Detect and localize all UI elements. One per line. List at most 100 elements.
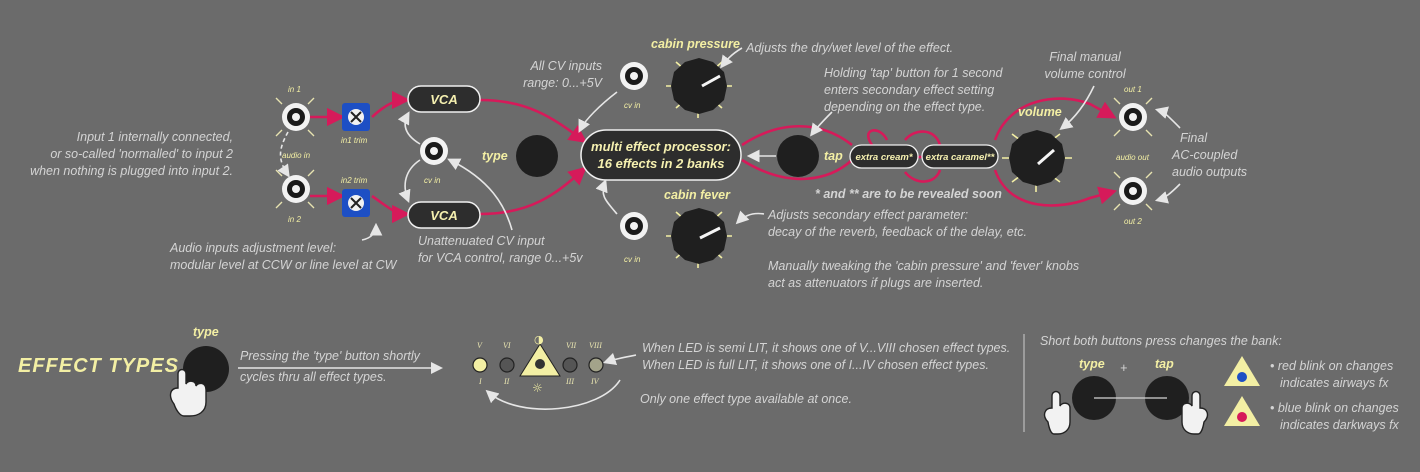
in1-trim-pot[interactable] [342, 103, 370, 131]
out1-label: out 1 [1124, 85, 1142, 94]
led-note-line1: When LED is semi LIT, it shows one of V.… [642, 341, 1010, 355]
audio-level-note-line2: modular level at CCW or line level at CW [170, 258, 398, 272]
in2-trim-pot[interactable] [342, 189, 370, 217]
pressing-note-line1: Pressing the 'type' button shortly [240, 349, 421, 363]
signal-paths [310, 90, 1118, 224]
cabin-fever-knob[interactable] [666, 208, 732, 268]
led-note-line2: When LED is full LIT, it shows one of I.… [642, 358, 989, 372]
bank-red-line1: • red blink on changes [1270, 359, 1393, 373]
vca-cv-jack[interactable] [420, 137, 448, 165]
effect-types-section: EFFECT TYPES type Pressing the 'type' bu… [18, 325, 1010, 417]
vca-cv-arrow-down [398, 159, 421, 203]
extra-cream-block: extra cream* [849, 144, 919, 169]
in2-trim-label: in2 trim [341, 176, 368, 185]
vca-top: VCA [407, 85, 481, 113]
extra-caramel-label: extra caramel** [926, 152, 996, 163]
roman-vii: VII [566, 341, 577, 350]
bank-blue-led-dot [1237, 412, 1247, 422]
bank-blue-line1: • blue blink on changes [1270, 401, 1399, 415]
input-2-jack[interactable] [282, 175, 310, 203]
effect-types-type-button[interactable] [183, 346, 229, 392]
normalled-note-line3: when nothing is plugged into input 2. [30, 164, 233, 178]
bank-blue-led [1224, 396, 1260, 426]
hand-right-icon [1181, 390, 1209, 435]
roman-ii: II [503, 377, 510, 386]
output-2-jack[interactable] [1119, 177, 1147, 205]
processor-block: multi effect processor: 16 effects in 2 … [580, 129, 742, 181]
drywet-note: Adjusts the dry/wet level of the effect. [745, 41, 953, 55]
half-moon-icon: ◑ [534, 333, 544, 346]
in2-label: in 2 [288, 215, 301, 224]
normalled-arrow [277, 131, 290, 178]
led-1 [472, 357, 488, 373]
pressing-note-line2: cycles thru all effect types. [240, 370, 387, 384]
roman-i: I [478, 377, 482, 386]
final-outputs-note-line2: AC-coupled [1171, 148, 1238, 162]
cabin-pressure-cv-arrow [578, 91, 618, 133]
output-1-jack[interactable] [1119, 103, 1147, 131]
final-outputs-note-line3: audio outputs [1172, 165, 1247, 179]
effect-types-type-label: type [193, 325, 219, 339]
cabin-fever-cv-label: cv in [624, 255, 641, 264]
led-3 [562, 357, 578, 373]
one-type-note: Only one effect type available at once. [640, 392, 852, 406]
processor-title: multi effect processor: [591, 139, 731, 154]
cabin-pressure-label: cabin pressure [651, 37, 740, 51]
cabin-pressure-cv-jack[interactable] [620, 62, 648, 90]
cv-range-note-line1: All CV inputs [529, 59, 602, 73]
led-triangle-center [535, 359, 545, 369]
roman-v: V [477, 341, 483, 350]
roman-iii: III [565, 377, 574, 386]
bank-red-line2: indicates airways fx [1280, 376, 1389, 390]
final-volume-note-line2: volume control [1044, 67, 1127, 81]
volume-knob[interactable] [1002, 130, 1072, 192]
audio-in-label: audio in [282, 151, 311, 160]
out2-label: out 2 [1124, 217, 1142, 226]
vca-bottom-label: VCA [430, 208, 457, 223]
sun-icon: ☼ [532, 381, 543, 395]
cv-unatt-note-line1: Unattenuated CV input [418, 234, 545, 248]
roman-vi: VI [503, 341, 511, 350]
led-2 [499, 357, 515, 373]
cv-range-note-line2: range: 0...+5V [523, 76, 604, 90]
normalled-note-line2: or so-called 'normalled' to input 2 [50, 147, 233, 161]
audio-level-note-line1: Audio inputs adjustment level: [169, 241, 336, 255]
vca-cv-in-label: cv in [424, 176, 441, 185]
bank-tap-label: tap [1155, 357, 1174, 371]
holding-tap-note-line3: depending on the effect type. [824, 100, 985, 114]
roman-viii: VIII [589, 341, 602, 350]
volume-label: volume [1018, 105, 1062, 119]
secondary-param-note-line1: Adjusts secondary effect parameter: [767, 208, 968, 222]
holding-tap-note-line2: enters secondary effect setting [824, 83, 994, 97]
type-button[interactable] [516, 135, 558, 177]
bank-section: Short both buttons press changes the ban… [1023, 334, 1400, 435]
final-volume-note-line1: Final manual [1049, 50, 1122, 64]
holding-tap-note-line1: Holding 'tap' button for 1 second [824, 66, 1004, 80]
bank-type-label: type [1079, 357, 1105, 371]
secondary-param-note-line2: decay of the reverb, feedback of the del… [768, 225, 1027, 239]
cabin-fever-cv-jack[interactable] [620, 212, 648, 240]
cabin-pressure-knob[interactable] [666, 58, 732, 118]
bank-red-led [1224, 356, 1260, 386]
vca-top-label: VCA [430, 92, 457, 107]
cabin-fever-cv-arrow [595, 179, 618, 215]
bank-blue-line2: indicates darkways fx [1280, 418, 1400, 432]
attenuators-note-line1: Manually tweaking the 'cabin pressure' a… [768, 259, 1079, 273]
revealed-note: * and ** are to be revealed soon [815, 187, 1002, 201]
tap-button[interactable] [777, 135, 819, 177]
annotations: Input 1 internally connected, or so-call… [30, 41, 1247, 290]
in1-label: in 1 [288, 85, 301, 94]
vca-cv-arrow-up [397, 111, 421, 145]
input-1-jack[interactable] [282, 103, 310, 131]
bank-red-led-dot [1237, 372, 1247, 382]
bank-plus: + [1120, 361, 1127, 375]
extra-caramel-block: extra caramel** [921, 144, 999, 169]
attenuators-note-line2: act as attenuators if plugs are inserted… [768, 276, 983, 290]
led-4 [588, 357, 604, 373]
cabin-fever-label: cabin fever [664, 188, 731, 202]
type-label: type [482, 149, 508, 163]
roman-iv: IV [590, 377, 600, 386]
cv-unatt-note-line2: for VCA control, range 0...+5v [418, 251, 583, 265]
vca-bottom: VCA [407, 201, 481, 229]
